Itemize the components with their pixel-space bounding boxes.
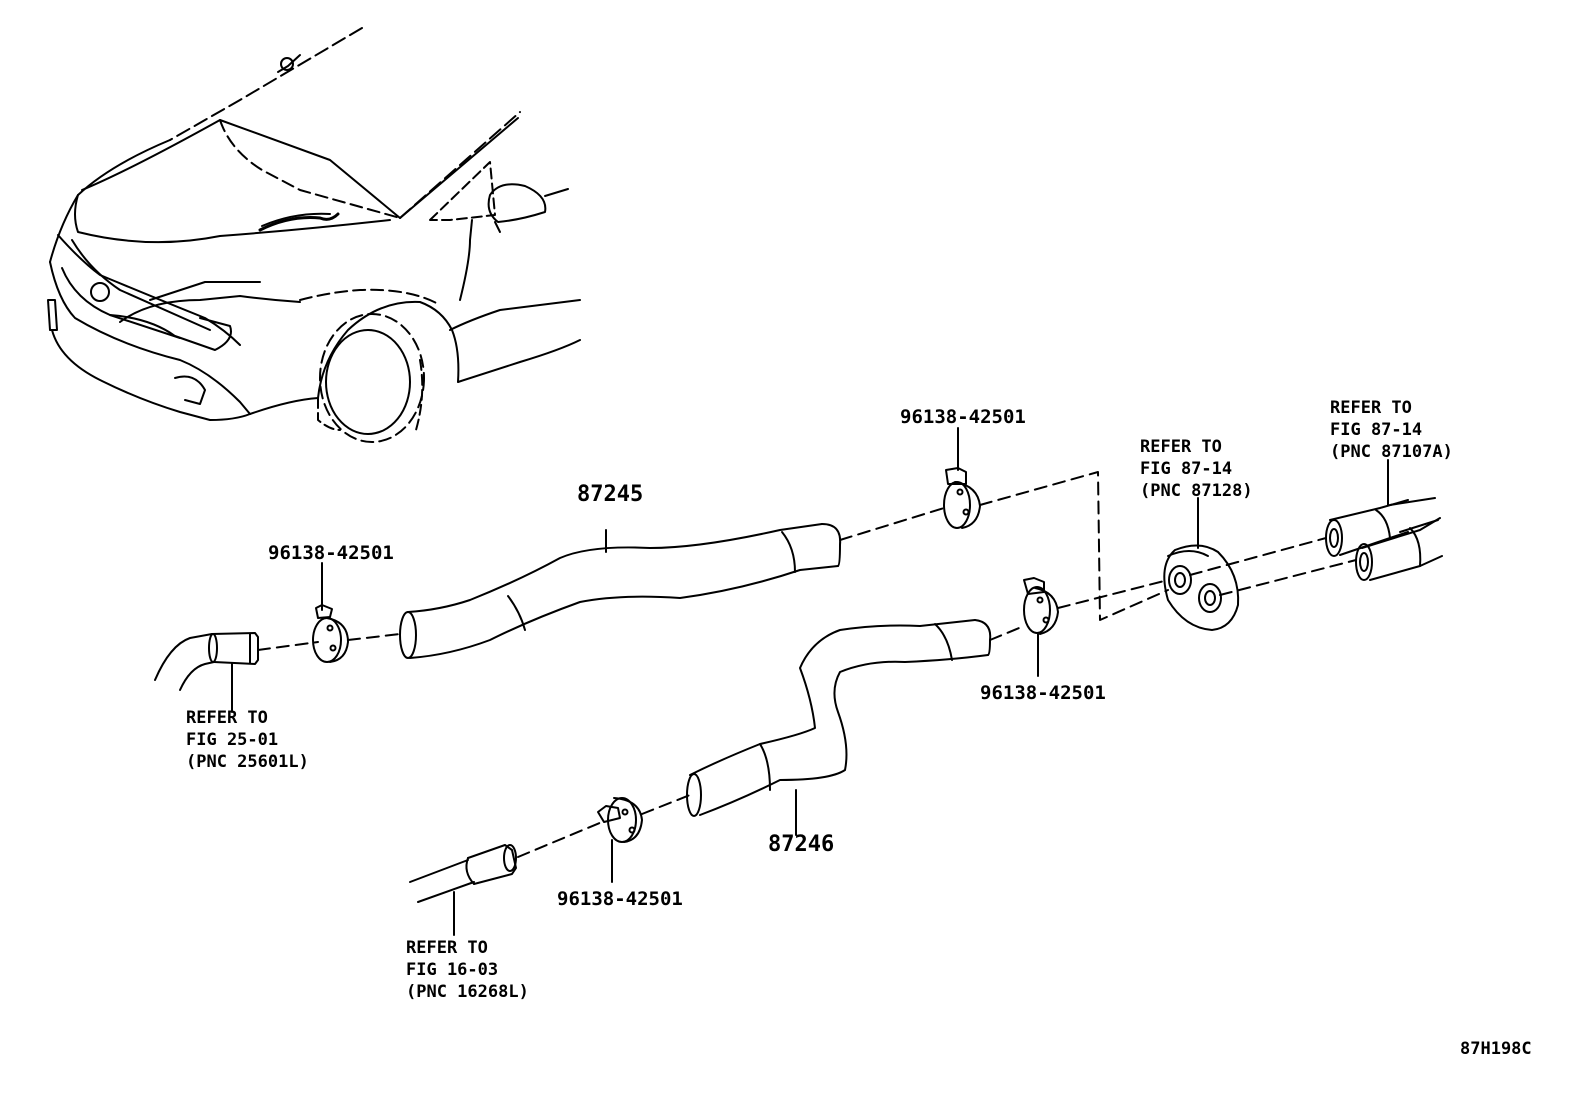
reference-water-pipe-line1: REFER TO: [406, 938, 488, 958]
reference-water-pipe-line2: FIG 16-03: [406, 960, 499, 980]
hose-87246-drawing: [686, 619, 992, 836]
reference-grommet-line2: FIG 87-14: [1140, 459, 1233, 479]
reference-heater-unit[interactable]: REFER TO FIG 87-14 (PNC 87107A): [1330, 397, 1453, 463]
part-number-87246[interactable]: 87246: [768, 832, 835, 857]
grommet-drawing: [1163, 497, 1240, 631]
reference-water-pipe-line3: (PNC 16268L): [406, 982, 529, 1002]
reference-grommet-line1: REFER TO: [1140, 437, 1222, 457]
reference-grommet-line3: (PNC 87128): [1140, 481, 1253, 501]
clamp-left-drawing: [312, 562, 349, 663]
clamp-right-drawing: [1023, 577, 1059, 677]
reference-engine-line1: REFER TO: [186, 708, 268, 728]
clamp-top-drawing: [943, 427, 981, 529]
hose-87245-drawing: [399, 523, 842, 659]
heater-unit-pipes: [1325, 459, 1443, 581]
reference-water-pipe[interactable]: REFER TO FIG 16-03 (PNC 16268L): [406, 937, 529, 1003]
car-illustration: [47, 27, 581, 443]
part-number-87245[interactable]: 87245: [577, 482, 644, 507]
reference-heater-unit-line1: REFER TO: [1330, 398, 1412, 418]
reference-grommet[interactable]: REFER TO FIG 87-14 (PNC 87128): [1140, 436, 1253, 502]
part-number-clamp-bottom[interactable]: 96138-42501: [557, 888, 683, 910]
reference-engine-line2: FIG 25-01: [186, 730, 279, 750]
reference-engine[interactable]: REFER TO FIG 25-01 (PNC 25601L): [186, 707, 309, 773]
clamp-bottom-drawing: [597, 797, 643, 883]
diagram-code: 87H198C: [1460, 1039, 1532, 1059]
engine-outlet-pipe: [154, 632, 259, 713]
reference-heater-unit-line3: (PNC 87107A): [1330, 442, 1453, 462]
part-number-clamp-left[interactable]: 96138-42501: [268, 542, 394, 564]
water-inlet-pipe: [409, 844, 517, 936]
part-number-clamp-right[interactable]: 96138-42501: [980, 682, 1106, 704]
part-number-clamp-top[interactable]: 96138-42501: [900, 406, 1026, 428]
reference-engine-line3: (PNC 25601L): [186, 752, 309, 772]
assembly-leader-lines: [257, 471, 1357, 858]
reference-heater-unit-line2: FIG 87-14: [1330, 420, 1423, 440]
